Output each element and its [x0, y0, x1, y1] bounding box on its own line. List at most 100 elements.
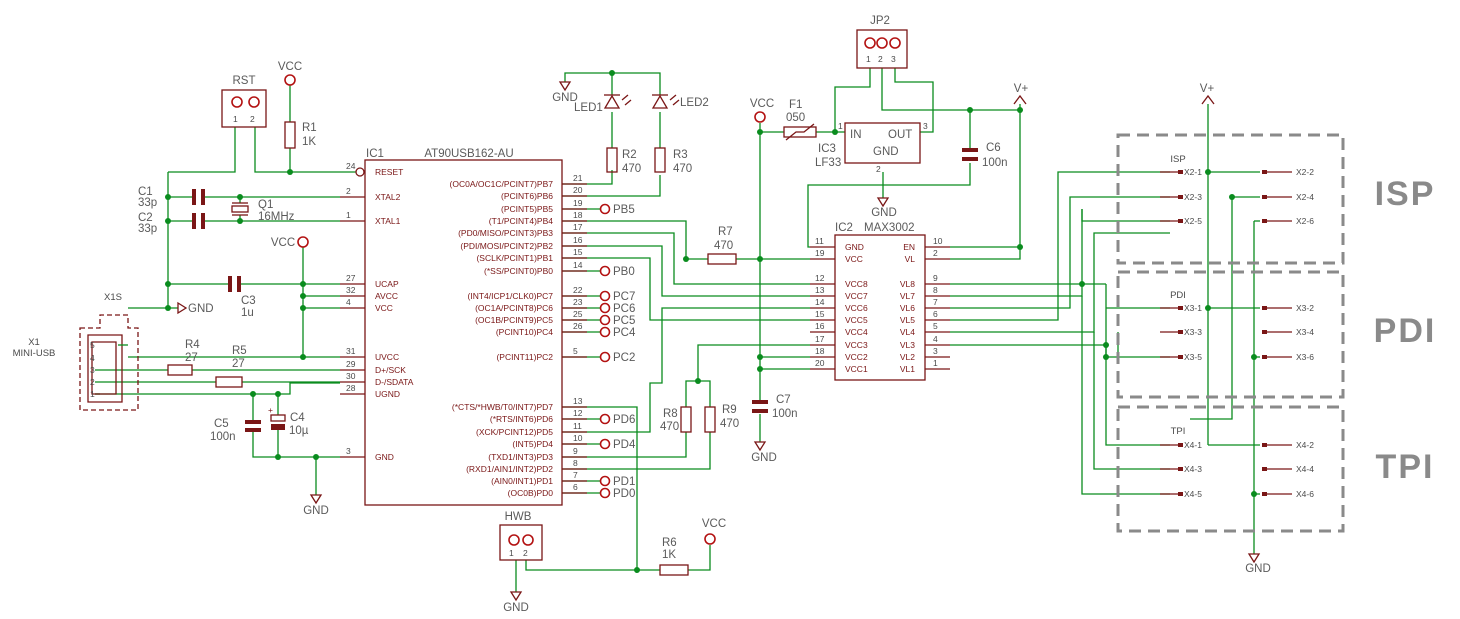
pdi-pin-label-left: X3-5: [1184, 352, 1202, 362]
ic2-pin-number: 11: [815, 236, 824, 246]
ic1-pin-number: 14: [573, 260, 583, 270]
capacitor-c5: C5 100n: [210, 418, 261, 443]
svg-text:100n: 100n: [772, 408, 798, 420]
pdi-header-block: PDI: [1116, 270, 1345, 399]
isp-pin-label-left: X2-1: [1184, 167, 1202, 177]
ic1-pin-number: 2: [346, 186, 351, 196]
led2: LED2: [651, 94, 709, 109]
ic1-pin-name: (INT4/ICP1/CLK0)PC7: [468, 291, 554, 301]
ic1-pin-number: 26: [573, 321, 583, 331]
test-pad-pc7: [599, 290, 611, 302]
ic1-pin-name: AVCC: [375, 291, 398, 301]
ic1-pin-number: 12: [573, 408, 583, 418]
test-pad-pc5: [599, 314, 611, 326]
ic2-pin-name: GND: [845, 242, 864, 252]
resistor-r2: R2 470: [606, 147, 641, 175]
gnd-symbol-c7: GND: [751, 441, 777, 464]
isp-section-label: ISP: [1375, 175, 1436, 213]
pdi-section-label: PDI: [1374, 312, 1437, 350]
ic2-pin-name: VL4: [900, 327, 915, 337]
svg-text:IC3: IC3: [818, 143, 836, 155]
pdi-pin-label-right: X3-2: [1296, 303, 1314, 313]
ic1-pin-number: 18: [573, 210, 583, 220]
ic1-pin-number: 15: [573, 247, 583, 257]
ic2-pin-number: 13: [815, 285, 825, 295]
pdi-pin-label-left: X3-3: [1184, 327, 1202, 337]
ic1-pin-name: VCC: [375, 303, 393, 313]
vcc-symbol-ic1: VCC: [271, 236, 309, 249]
ic1-pin-name: (PCINT10)PC4: [496, 327, 553, 337]
test-pad-label: PD6: [613, 414, 635, 426]
tpi-pin-label-right: X4-4: [1296, 464, 1314, 474]
ic1-pin-name: (PCINT5)PB5: [501, 204, 553, 214]
svg-text:VCC: VCC: [750, 98, 774, 110]
test-pad-label: PB0: [613, 266, 635, 278]
capacitor-c3: C3 1u: [228, 276, 256, 319]
ic1-pin-name: (PCINT11)PC2: [496, 352, 553, 362]
svg-text:1: 1: [509, 548, 514, 558]
test-pad-pd4: [599, 438, 611, 450]
resistor-r6: R6 1K: [659, 537, 689, 576]
svg-text:OUT: OUT: [888, 129, 912, 141]
svg-text:R3: R3: [673, 149, 688, 161]
ic2-pin-number: 6: [933, 309, 938, 319]
regulator-ic3: IN OUT GND 1 3 2 IC3 LF33: [815, 121, 928, 174]
test-pad-pb0: [599, 265, 611, 277]
ic1-pin-number: 29: [346, 359, 356, 369]
svg-text:1: 1: [233, 114, 238, 124]
test-pad-label: PD1: [613, 476, 635, 488]
test-pad-label: PC2: [613, 352, 635, 364]
ic1-pin-number: 22: [573, 285, 583, 295]
ic1-pin-name: (T1/PCINT4)PB4: [489, 216, 554, 226]
ic2-pin-name: VL: [905, 254, 916, 264]
svg-text:1: 1: [866, 54, 871, 64]
ic1-pin-name: (PCINT6)PB6: [501, 191, 553, 201]
svg-text:GND: GND: [751, 452, 777, 464]
tpi-header-block: TPI: [1116, 405, 1345, 533]
svg-text:V+: V+: [1014, 83, 1029, 95]
svg-text:GND: GND: [1245, 563, 1271, 575]
ic1-pin-number: 1: [346, 210, 351, 220]
ic2-pin-number: 18: [815, 346, 825, 356]
test-pad-pd6: [599, 413, 611, 425]
isp-pin-label-left: X2-5: [1184, 216, 1202, 226]
ic2-left-pins: 11GND19VCC12VCC813VCC714VCC615VCC516VCC4…: [810, 236, 868, 374]
vcc-symbol-r1: VCC: [278, 61, 302, 86]
ic2-pin-number: 2: [933, 248, 938, 258]
ic1-pin-name: (OC0A/OC1C/PCINT7)PB7: [450, 179, 554, 189]
ic1-pin-name: UCAP: [375, 279, 399, 289]
ic1-pin-number: 3: [346, 446, 351, 456]
ic2-pin-number: 16: [815, 321, 825, 331]
svg-text:LF33: LF33: [815, 157, 841, 169]
svg-text:IC1: IC1: [366, 148, 384, 160]
svg-text:VCC: VCC: [271, 237, 295, 249]
svg-text:+: +: [268, 405, 273, 415]
pdi-pin-label-left: X3-1: [1184, 303, 1202, 313]
ic2-pin-name: VCC6: [845, 303, 868, 313]
svg-text:R8: R8: [663, 408, 678, 420]
gnd-symbol-usb: GND: [177, 301, 214, 315]
test-pad-label: PC4: [613, 327, 636, 339]
svg-text:C6: C6: [986, 142, 1001, 154]
test-pad-label: PD0: [613, 488, 635, 500]
junction-dots: [165, 70, 1257, 573]
svg-text:C5: C5: [214, 418, 229, 430]
svg-text:JP2: JP2: [870, 15, 890, 27]
ic1-pin-name: XTAL1: [375, 216, 401, 226]
tpi-pin-label-left: X4-3: [1184, 464, 1202, 474]
gnd-symbol-ic3: GND: [871, 197, 897, 219]
svg-text:GND: GND: [552, 92, 578, 104]
ic1-pin-number: 4: [346, 297, 351, 307]
ic2-pin-number: 20: [815, 358, 825, 368]
ic2-pin-name: VCC: [845, 254, 863, 264]
svg-text:2: 2: [878, 54, 883, 64]
svg-text:R4: R4: [185, 339, 200, 351]
pdi-pin-label-right: X3-4: [1296, 327, 1314, 337]
ic1-pin-name: (PD0/MISO/PCINT3)PB3: [458, 228, 553, 238]
resistor-r7: R7 470: [707, 226, 737, 265]
tpi-pin-label-right: X4-2: [1296, 440, 1314, 450]
svg-text:1K: 1K: [302, 136, 316, 148]
capacitor-c4: + C4 10µ: [268, 405, 309, 437]
